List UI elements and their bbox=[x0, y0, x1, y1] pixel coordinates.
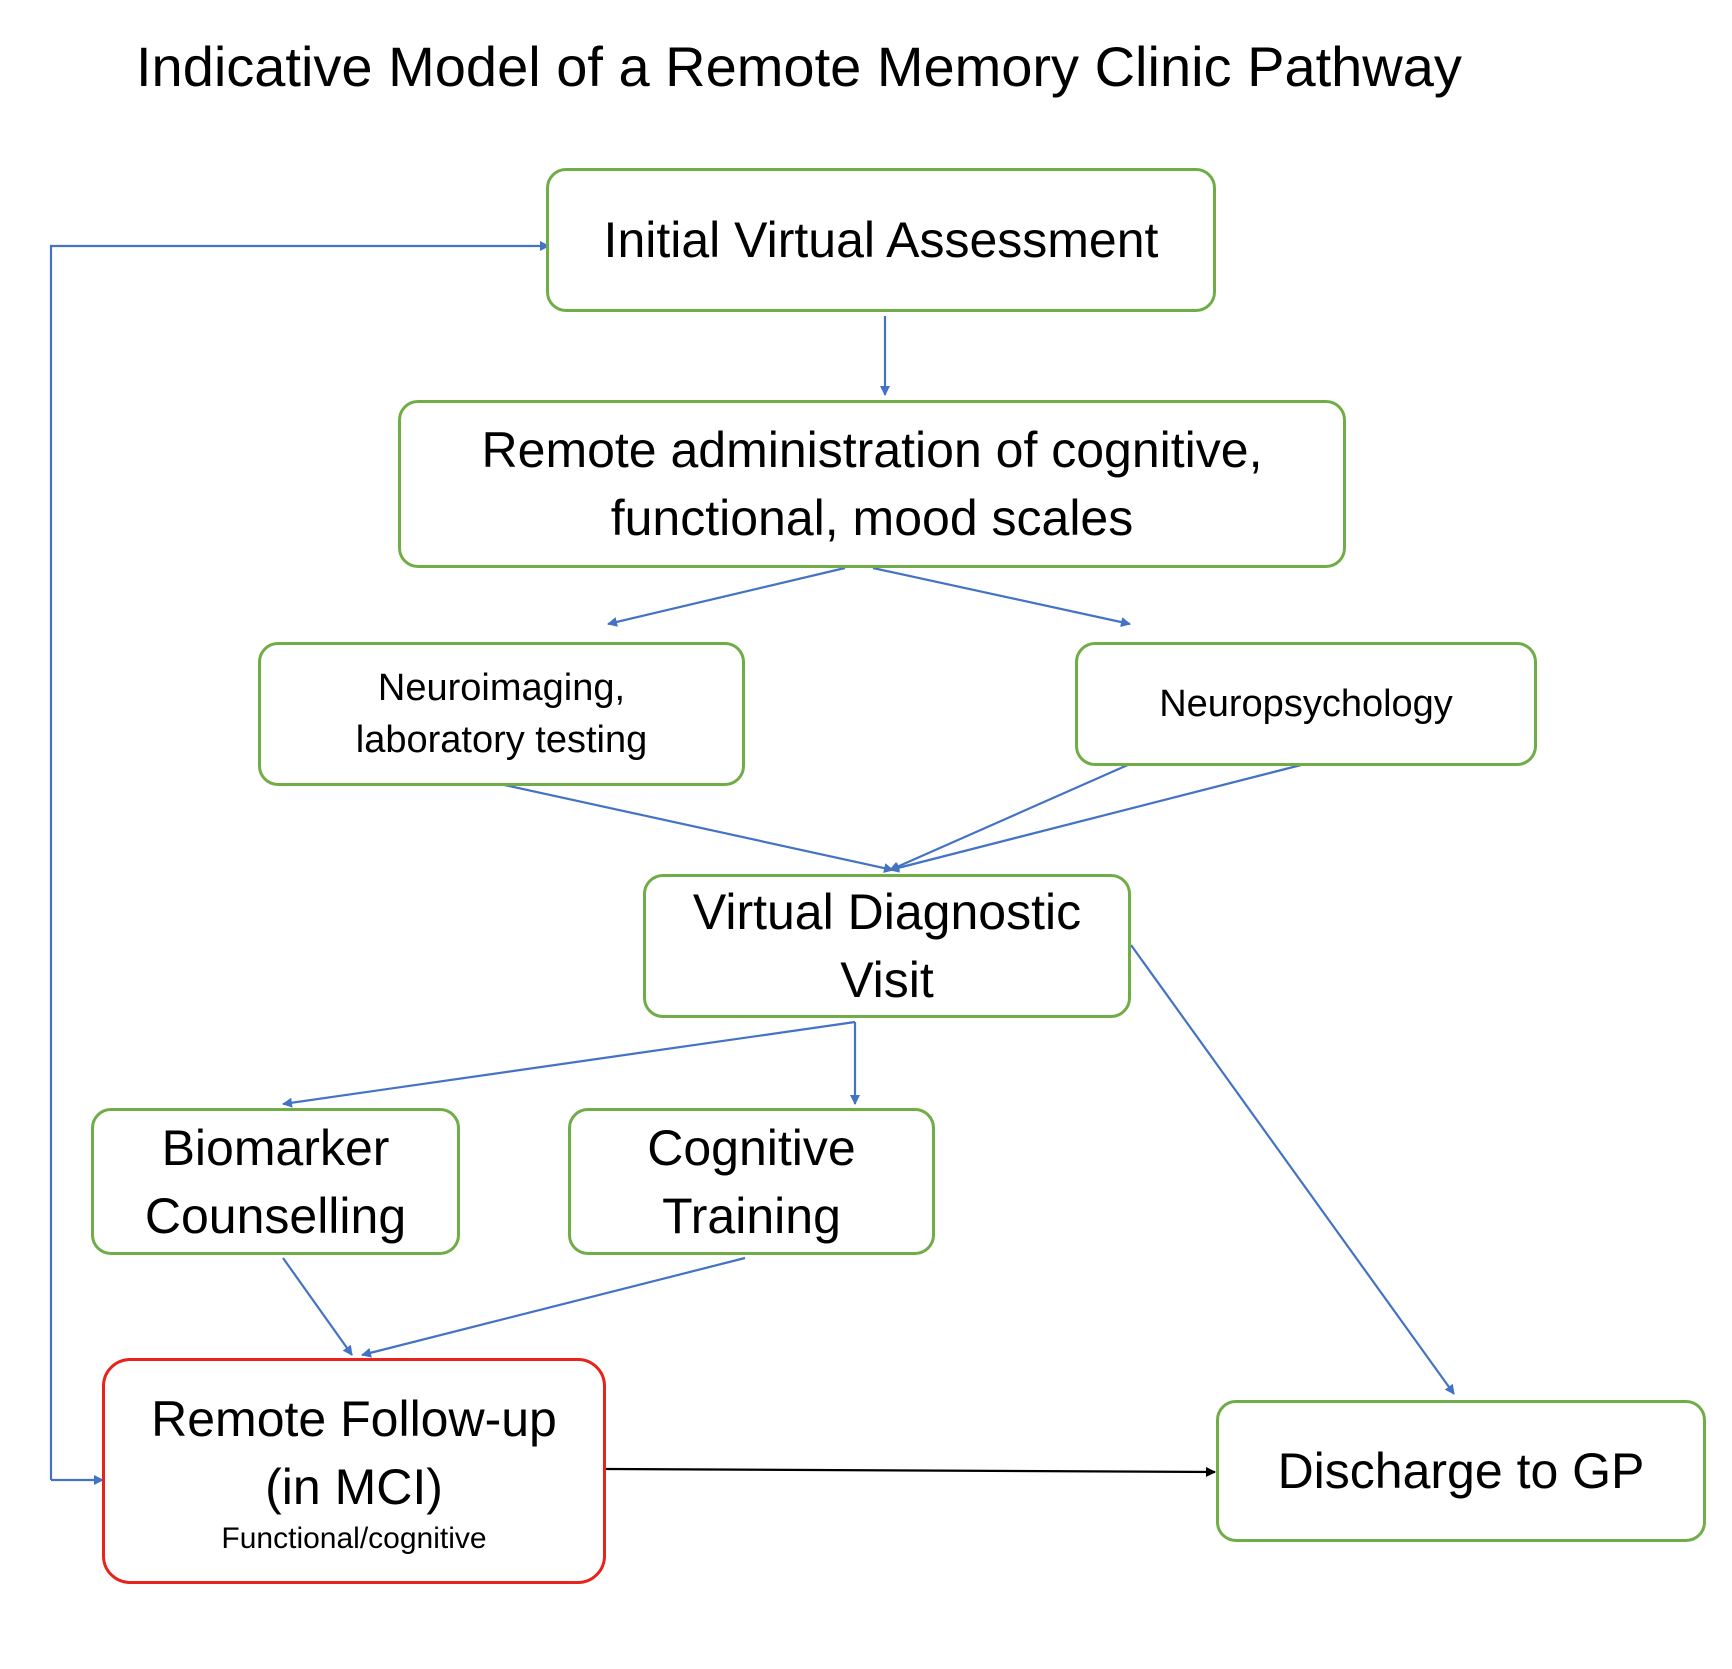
node-neuropsychology: Neuropsychology bbox=[1075, 642, 1537, 766]
arrow-remote-admin-to-neuroimaging bbox=[607, 566, 846, 627]
arrow-remote-admin-to-neuropsychology bbox=[872, 566, 1131, 627]
node-label-line-2: functional, mood scales bbox=[610, 490, 1134, 546]
node-remote-follow-up: Remote Follow-up (in MCI) Functional/cog… bbox=[102, 1358, 606, 1584]
node-label-line-1: Cognitive bbox=[647, 1119, 856, 1176]
node-label-line-2: (in MCI) bbox=[265, 1459, 443, 1515]
arrow-loop-to-initial bbox=[49, 241, 550, 1480]
arrow-diagnostic-to-biomarker bbox=[282, 1020, 856, 1108]
node-label-line-1: Remote administration of cognitive, bbox=[481, 422, 1263, 478]
node-cognitive-training: Cognitive Training bbox=[568, 1108, 935, 1255]
arrow-neuroimaging-to-diagnostic bbox=[499, 782, 894, 873]
node-label-line-2: Counselling bbox=[144, 1187, 407, 1244]
node-label: Discharge to GP bbox=[1277, 1443, 1645, 1499]
node-label-line-1: Virtual Diagnostic bbox=[692, 884, 1082, 940]
arrow-neuropsychology-to-diagnostic-a bbox=[889, 762, 1131, 872]
node-virtual-diagnostic-visit: Virtual Diagnostic Visit bbox=[643, 874, 1131, 1018]
node-label: Initial Virtual Assessment bbox=[603, 212, 1159, 268]
node-discharge-to-gp: Discharge to GP bbox=[1216, 1400, 1706, 1542]
node-neuroimaging-laboratory: Neuroimaging, laboratory testing bbox=[258, 642, 745, 786]
node-sublabel: Functional/cognitive bbox=[221, 1522, 487, 1555]
arrow-diagnostic-to-discharge bbox=[1130, 944, 1455, 1395]
arrow-neuropsychology-to-diagnostic-b bbox=[889, 762, 1306, 873]
node-remote-administration: Remote administration of cognitive, func… bbox=[398, 400, 1346, 568]
node-label-line-1: Biomarker bbox=[161, 1119, 390, 1176]
arrow-cognitive-training-to-followup bbox=[361, 1256, 746, 1358]
node-label-line-2: laboratory testing bbox=[355, 719, 648, 761]
node-label-line-1: Neuroimaging, bbox=[377, 667, 626, 709]
diagram-title: Indicative Model of a Remote Memory Clin… bbox=[136, 35, 1462, 98]
node-label-line-1: Remote Follow-up bbox=[151, 1391, 557, 1447]
node-initial-virtual-assessment: Initial Virtual Assessment bbox=[546, 168, 1216, 312]
arrow-followup-to-discharge bbox=[605, 1466, 1216, 1477]
node-label-line-2: Training bbox=[662, 1187, 841, 1244]
node-label: Neuropsychology bbox=[1159, 683, 1453, 725]
node-biomarker-counselling: Biomarker Counselling bbox=[91, 1108, 460, 1255]
node-label-line-2: Visit bbox=[840, 952, 934, 1008]
arrow-biomarker-to-followup bbox=[282, 1257, 353, 1356]
